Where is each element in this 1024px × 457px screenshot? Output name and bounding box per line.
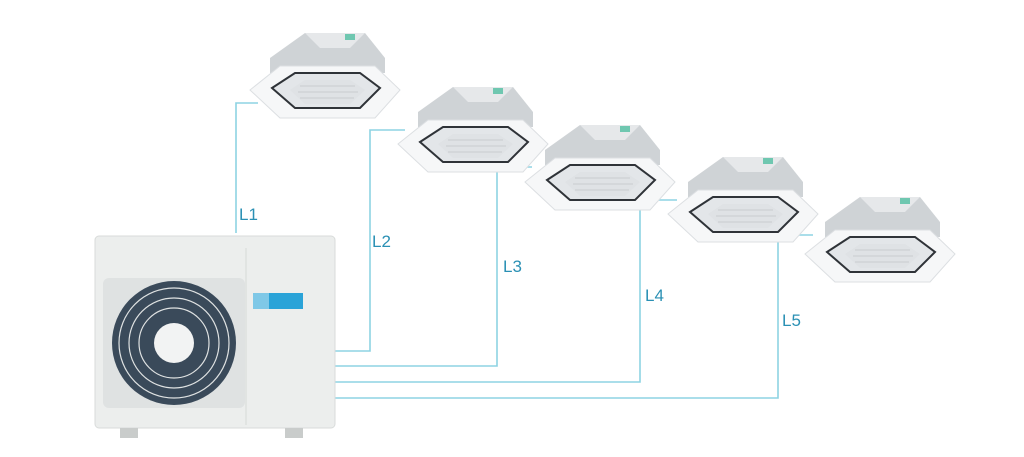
brand-logo — [253, 293, 303, 309]
indoor-unit-2 — [397, 86, 549, 173]
line-label-l2: L2 — [372, 232, 391, 251]
indoor-unit-1 — [249, 32, 401, 119]
pipe-l5 — [333, 234, 813, 399]
pipe-l4 — [333, 199, 677, 383]
outdoor-unit — [94, 235, 336, 438]
pipe-l2 — [333, 129, 405, 352]
line-label-l5: L5 — [782, 311, 801, 330]
indoor-unit-5 — [804, 196, 956, 283]
indoor-unit-3 — [524, 124, 676, 211]
line-label-l3: L3 — [503, 257, 522, 276]
line-label-l4: L4 — [645, 286, 664, 305]
pipe-l1 — [235, 102, 258, 233]
indoor-unit-4 — [667, 156, 819, 243]
line-label-l1: L1 — [239, 205, 258, 224]
